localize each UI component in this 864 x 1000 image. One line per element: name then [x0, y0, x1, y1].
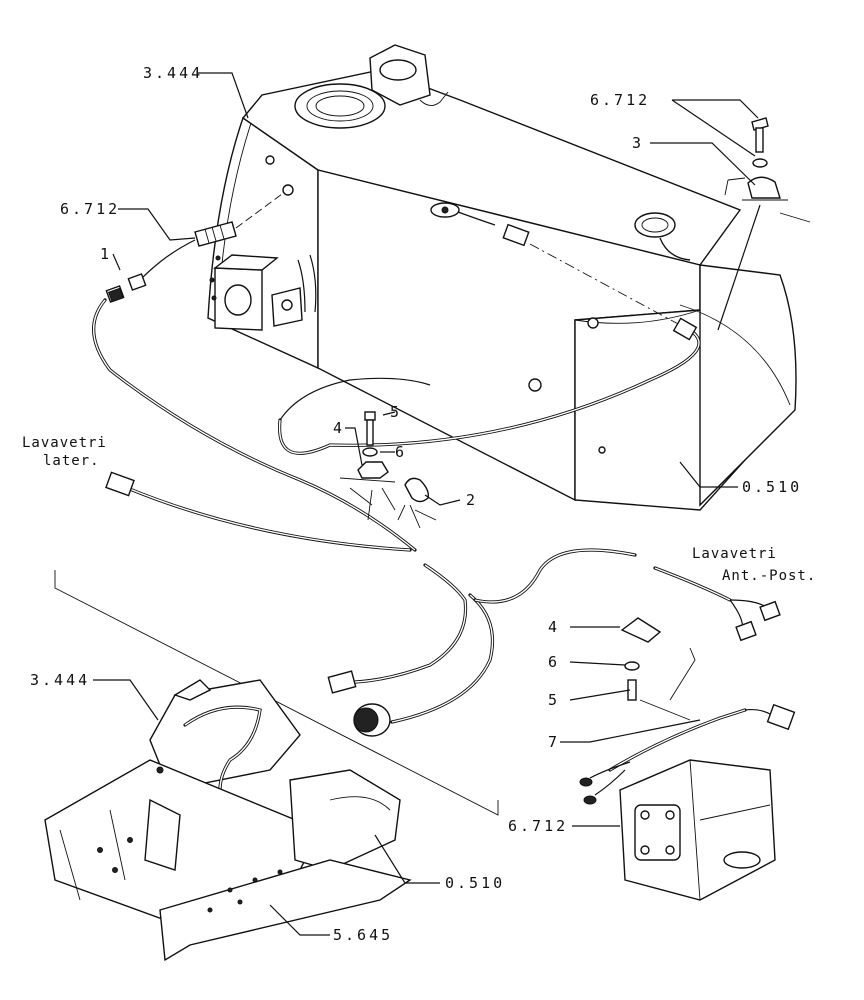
leader-lines	[93, 72, 759, 936]
label-0510-top: 0.510	[742, 478, 802, 496]
mounting-bracket	[619, 759, 776, 901]
label-6712-sensor: 6.712	[60, 200, 120, 218]
label-5-right: 5	[548, 691, 560, 709]
label-0510-bottom: 0.510	[445, 874, 505, 892]
note-lavavetri-front-1: Lavavetri	[692, 546, 777, 562]
note-lavavetri-side-2: later.	[43, 453, 100, 469]
label-5-center: 5	[390, 403, 402, 421]
note-lavavetri-side-1: Lavavetri	[22, 435, 107, 451]
fasteners-center	[339, 411, 437, 529]
label-7: 7	[548, 733, 560, 751]
tank-lower-assembly	[44, 679, 412, 962]
label-3444-bottom: 3.444	[30, 671, 90, 689]
fasteners-right	[579, 617, 796, 805]
part-labels: 3.444 6.712 3 6.712 1 5 4 6 2 0.510 4 6 …	[22, 64, 816, 944]
label-5645: 5.645	[333, 926, 393, 944]
label-2: 2	[466, 491, 478, 509]
fuel-tank-upper	[207, 44, 797, 511]
label-3: 3	[632, 134, 644, 152]
label-6712-top-right: 6.712	[590, 91, 650, 109]
label-6712-bracket: 6.712	[508, 817, 568, 835]
label-1: 1	[100, 245, 112, 263]
label-4-right: 4	[548, 618, 560, 636]
fasteners-top-right	[717, 117, 811, 331]
note-lavavetri-front-2: Ant.-Post.	[722, 568, 816, 584]
label-6-center: 6	[395, 443, 407, 461]
label-3444-top: 3.444	[143, 64, 203, 82]
label-6-right: 6	[548, 653, 560, 671]
label-4-center: 4	[333, 419, 345, 437]
wiring-harness	[92, 287, 781, 737]
